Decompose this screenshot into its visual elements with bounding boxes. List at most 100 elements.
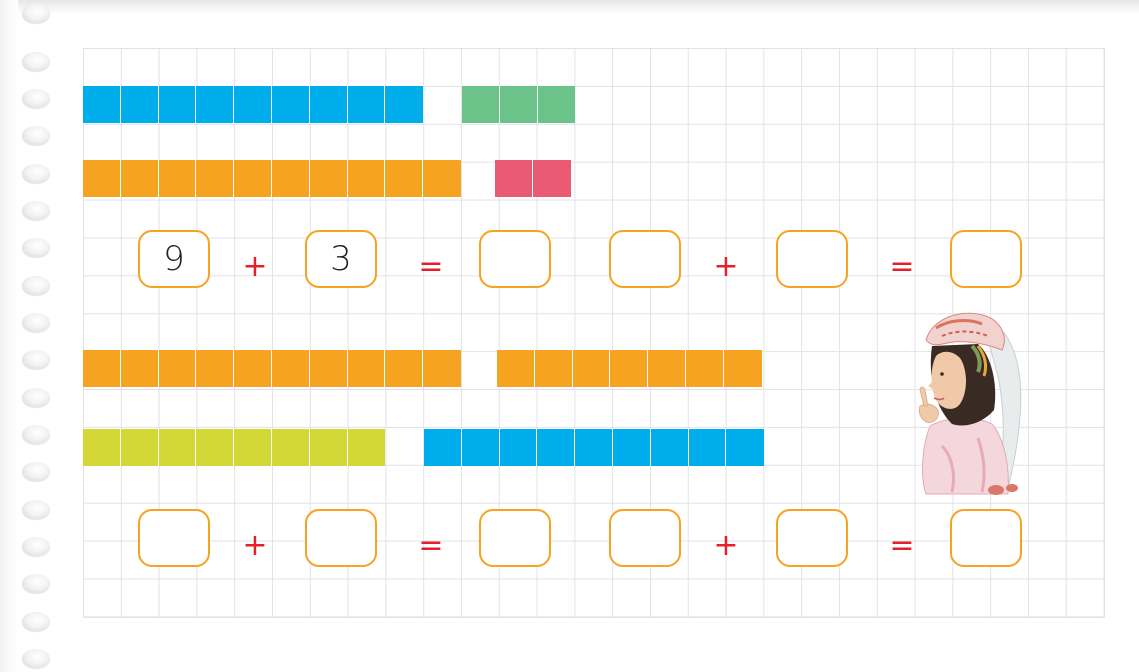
bar-cell	[348, 160, 386, 197]
bar-cell	[726, 429, 764, 466]
answer-box[interactable]	[776, 509, 848, 567]
bar-cell	[423, 160, 461, 197]
bar-cell	[424, 429, 462, 466]
bar-cell	[497, 350, 535, 387]
bar-cell	[234, 160, 272, 197]
bar-row-3-segment-1	[83, 350, 461, 387]
bar-cell	[348, 350, 386, 387]
bar-cell	[272, 160, 310, 197]
answer-box[interactable]	[479, 230, 551, 288]
bar-cell	[423, 350, 461, 387]
equals-sign: =	[882, 252, 922, 282]
bar-cell	[234, 350, 272, 387]
bar-cell	[535, 350, 573, 387]
bar-cell	[462, 429, 500, 466]
equals-sign: =	[882, 531, 922, 561]
spiral-ring-icon	[22, 89, 50, 108]
bar-cell	[83, 160, 121, 197]
bar-cell	[538, 86, 576, 123]
bar-cell	[196, 350, 234, 387]
bar-cell	[159, 350, 197, 387]
bar-cell	[121, 350, 159, 387]
bar-cell	[385, 350, 423, 387]
spiral-ring-icon	[22, 201, 50, 220]
spiral-ring-icon	[22, 276, 50, 295]
bar-cell	[575, 429, 613, 466]
page-top-shadow	[18, 0, 1139, 14]
bar-cell	[196, 86, 234, 123]
bar-cell	[610, 350, 648, 387]
bar-cell	[83, 429, 121, 466]
girl-thinking-icon	[912, 306, 1032, 496]
bar-row-3-segment-2	[497, 350, 762, 387]
bar-row-2-segment-2	[495, 160, 571, 197]
bar-cell	[348, 86, 386, 123]
bar-cell	[310, 350, 348, 387]
plus-sign: +	[706, 252, 746, 282]
answer-box[interactable]	[950, 230, 1022, 288]
spiral-ring-icon	[22, 52, 50, 71]
bar-cell	[651, 429, 689, 466]
bar-cell	[385, 160, 423, 197]
spiral-ring-icon	[22, 649, 50, 668]
answer-box[interactable]	[138, 509, 210, 567]
bar-row-4-segment-1	[83, 429, 385, 466]
answer-box[interactable]: 9	[138, 230, 210, 288]
plus-sign: +	[235, 252, 275, 282]
bar-cell	[159, 86, 197, 123]
answer-box[interactable]	[950, 509, 1022, 567]
spiral-ring-icon	[22, 574, 50, 593]
bar-cell	[385, 86, 423, 123]
spiral-ring-icon	[22, 612, 50, 631]
bar-cell	[83, 350, 121, 387]
bar-row-2-segment-1	[83, 160, 461, 197]
bar-cell	[83, 86, 121, 123]
bar-cell	[121, 86, 159, 123]
spiral-ring-icon	[22, 388, 50, 407]
bar-cell	[500, 429, 538, 466]
answer-box[interactable]	[609, 509, 681, 567]
bar-cell	[196, 429, 234, 466]
bar-cell	[686, 350, 724, 387]
equals-sign: =	[411, 531, 451, 561]
bar-cell	[159, 429, 197, 466]
bar-cell	[648, 350, 686, 387]
bar-row-1-segment-1	[83, 86, 423, 123]
bar-cell	[573, 350, 611, 387]
bar-cell	[272, 86, 310, 123]
bar-cell	[348, 429, 386, 466]
answer-box[interactable]	[776, 230, 848, 288]
bar-cell	[272, 350, 310, 387]
answer-box[interactable]	[305, 509, 377, 567]
bar-cell	[121, 160, 159, 197]
spiral-ring-icon	[22, 350, 50, 369]
spiral-ring-icon	[22, 164, 50, 183]
spiral-ring-icon	[22, 238, 50, 257]
bar-row-1-segment-2	[462, 86, 575, 123]
bar-cell	[121, 429, 159, 466]
page-left-shadow	[0, 0, 18, 672]
bar-row-4-segment-2	[424, 429, 764, 466]
bar-cell	[462, 86, 500, 123]
spiral-ring-icon	[22, 126, 50, 145]
bar-cell	[537, 429, 575, 466]
plus-sign: +	[706, 531, 746, 561]
spiral-ring-icon	[22, 4, 50, 23]
bar-cell	[310, 86, 348, 123]
equals-sign: =	[411, 252, 451, 282]
bar-cell	[310, 160, 348, 197]
bar-cell	[613, 429, 651, 466]
answer-box[interactable]: 3	[305, 230, 377, 288]
bar-cell	[310, 429, 348, 466]
spiral-ring-icon	[22, 462, 50, 481]
bar-cell	[689, 429, 727, 466]
bar-cell	[533, 160, 571, 197]
spiral-ring-icon	[22, 425, 50, 444]
bar-cell	[159, 160, 197, 197]
bar-cell	[234, 86, 272, 123]
answer-box[interactable]	[479, 509, 551, 567]
bar-cell	[272, 429, 310, 466]
spiral-ring-icon	[22, 313, 50, 332]
answer-box[interactable]	[609, 230, 681, 288]
